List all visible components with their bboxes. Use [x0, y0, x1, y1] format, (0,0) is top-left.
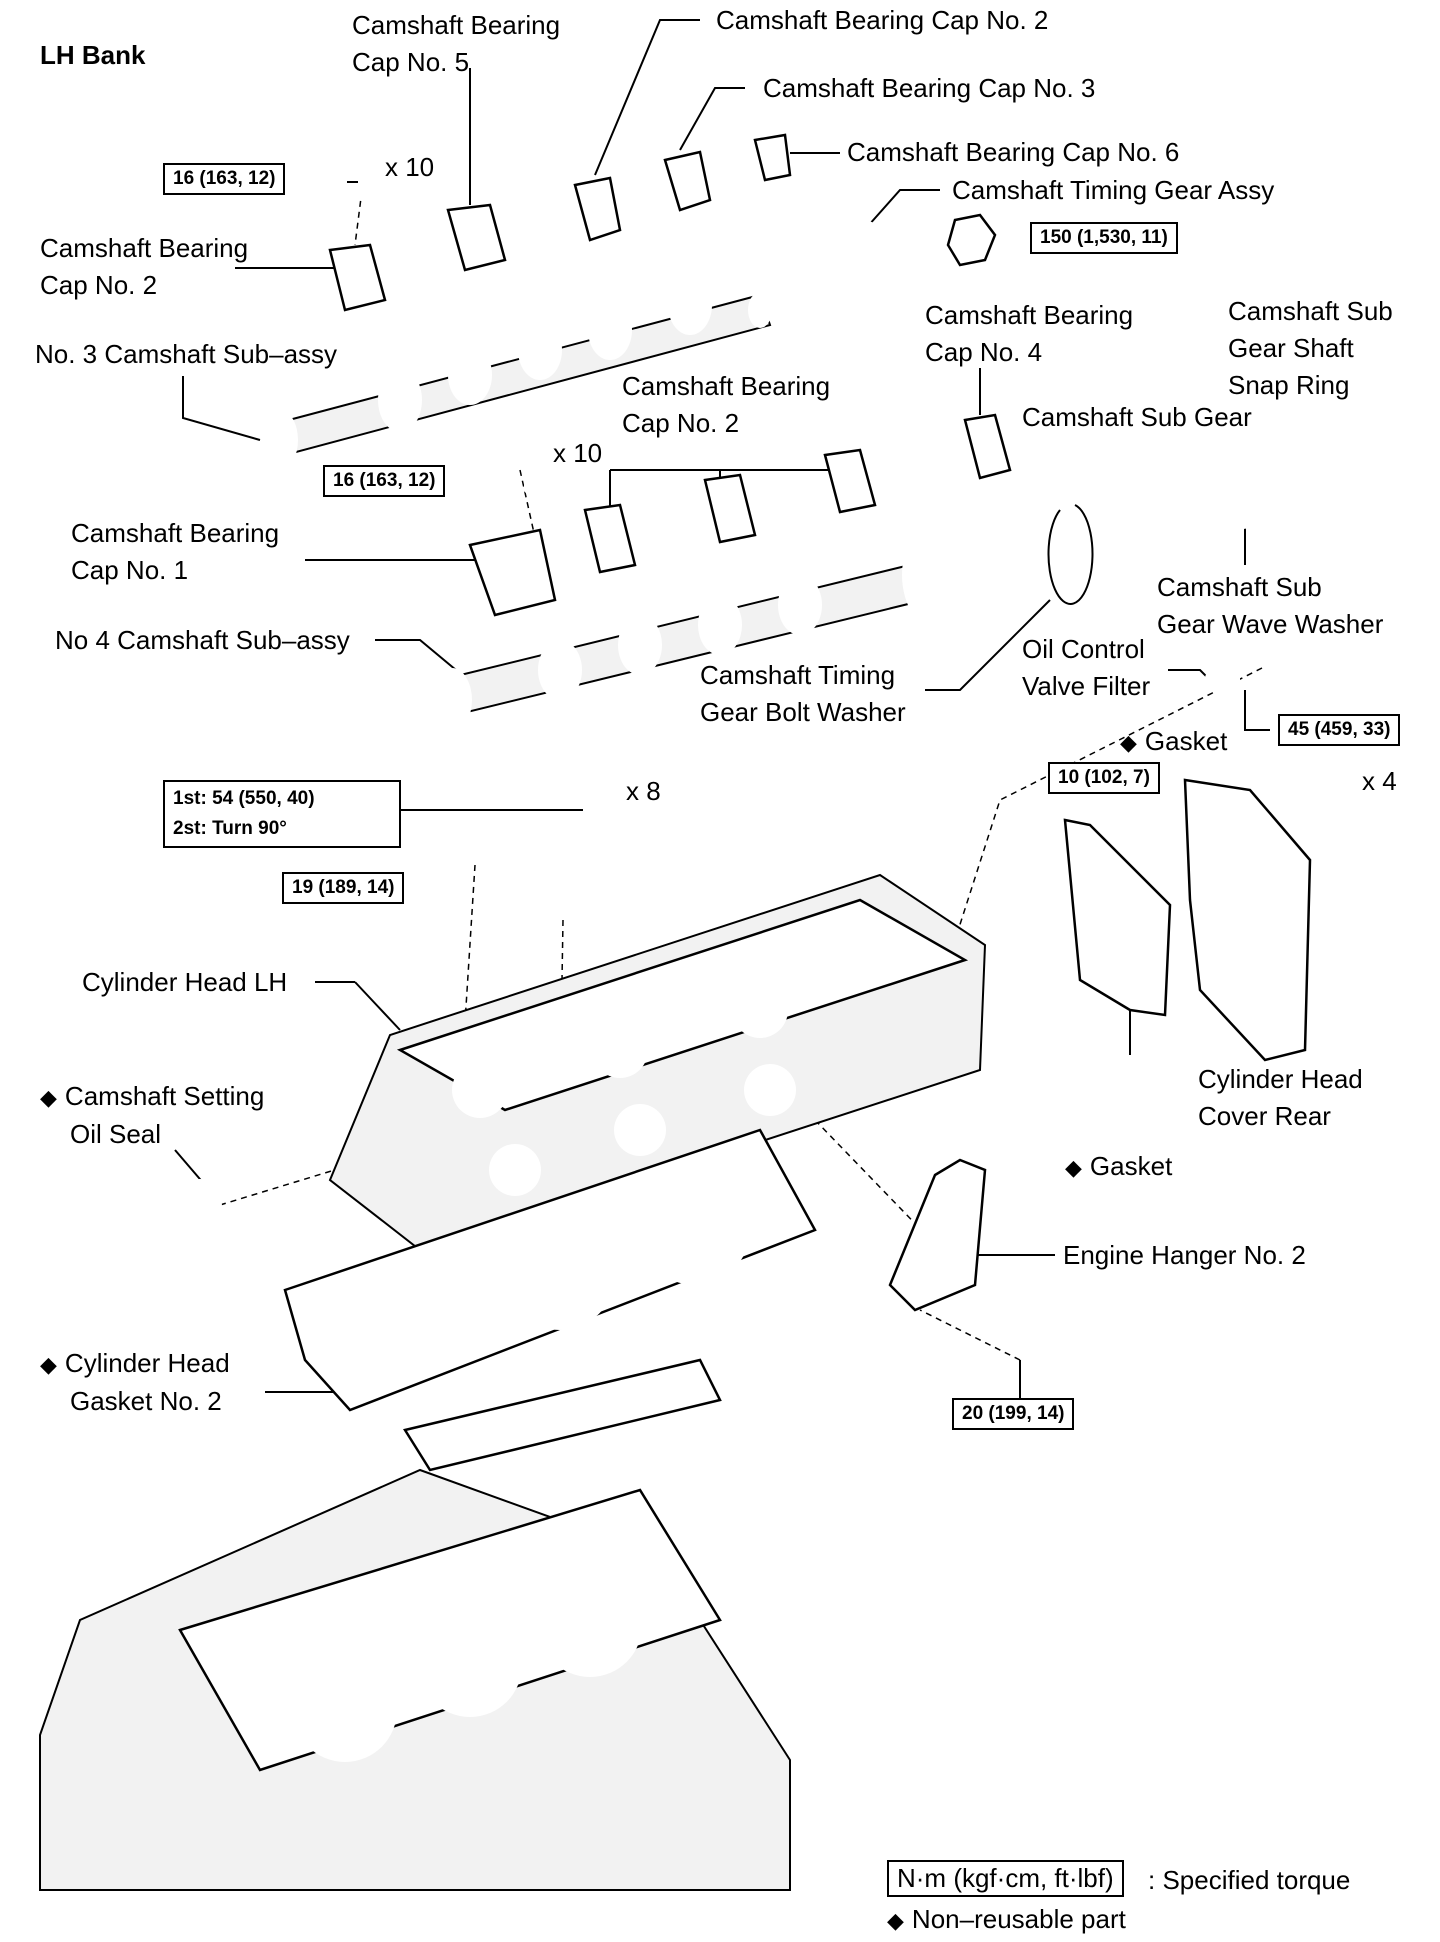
torque-box-3: 16 (163, 12) — [323, 465, 446, 497]
label-cap6: Camshaft Bearing Cap No. 6 — [847, 137, 1180, 167]
label-cap2-top: Camshaft Bearing Cap No. 2 — [716, 5, 1049, 35]
cylinder-head-drawing — [178, 873, 987, 1252]
nonreusable-diamond-icon: ◆ — [1120, 730, 1137, 755]
label-engine-hanger: Engine Hanger No. 2 — [1063, 1240, 1306, 1270]
head-gasket-drawing — [283, 1128, 817, 1412]
label-sub-gear: Camshaft Sub Gear — [1022, 402, 1252, 432]
nonreusable-diamond-icon: ◆ — [40, 1085, 57, 1110]
legend-unit-box: N·m (kgf·cm, ft·lbf) — [887, 1860, 1124, 1897]
torque-box-5: 10 (102, 7) — [1048, 762, 1160, 794]
torque-box-6: 1st: 54 (550, 40)2st: Turn 90° — [163, 780, 401, 848]
label-no3-camshaft: No. 3 Camshaft Sub–assy — [35, 339, 338, 369]
label-no4-camshaft: No 4 Camshaft Sub–assy — [55, 625, 350, 655]
multiplier-2: x 10 — [553, 438, 603, 468]
multiplier-1: x 10 — [385, 152, 435, 182]
legend-unit-text: : Specified torque — [1148, 1865, 1351, 1895]
cylinder-block-drawing — [39, 1358, 791, 1891]
nonreusable-diamond-icon: ◆ — [1065, 1155, 1082, 1180]
nonreusable-diamond-icon: ◆ — [40, 1352, 57, 1377]
no4-camshaft-drawing — [432, 519, 997, 732]
torque-box-7: 19 (189, 14) — [282, 872, 405, 904]
label-gasket-rear: ◆Gasket — [1065, 1148, 1172, 1186]
multiplier-4: x 8 — [626, 776, 661, 806]
bearing-caps-drawing — [328, 133, 1012, 920]
label-cylinder-head-lh: Cylinder Head LH — [82, 967, 288, 997]
no3-camshaft-drawing — [262, 275, 772, 470]
rear-cover-drawing — [888, 778, 1312, 1312]
label-gasket-top: ◆Gasket — [1120, 723, 1227, 761]
page-title: LH Bank — [40, 40, 146, 70]
multiplier-3: x 4 — [1362, 766, 1397, 796]
torque-box-8: 20 (199, 14) — [952, 1398, 1075, 1430]
legend-nonreusable: ◆Non–reusable part — [887, 1904, 1126, 1934]
label-cap3: Camshaft Bearing Cap No. 3 — [763, 73, 1096, 103]
torque-box-4: 45 (459, 33) — [1278, 714, 1401, 746]
torque-box-1: 16 (163, 12) — [163, 163, 286, 195]
label-timing-gear: Camshaft Timing Gear Assy — [952, 175, 1275, 205]
nonreusable-diamond-icon: ◆ — [887, 1908, 904, 1933]
torque-box-2: 150 (1,530, 11) — [1030, 222, 1178, 254]
gears-and-rings — [807, 213, 1332, 692]
